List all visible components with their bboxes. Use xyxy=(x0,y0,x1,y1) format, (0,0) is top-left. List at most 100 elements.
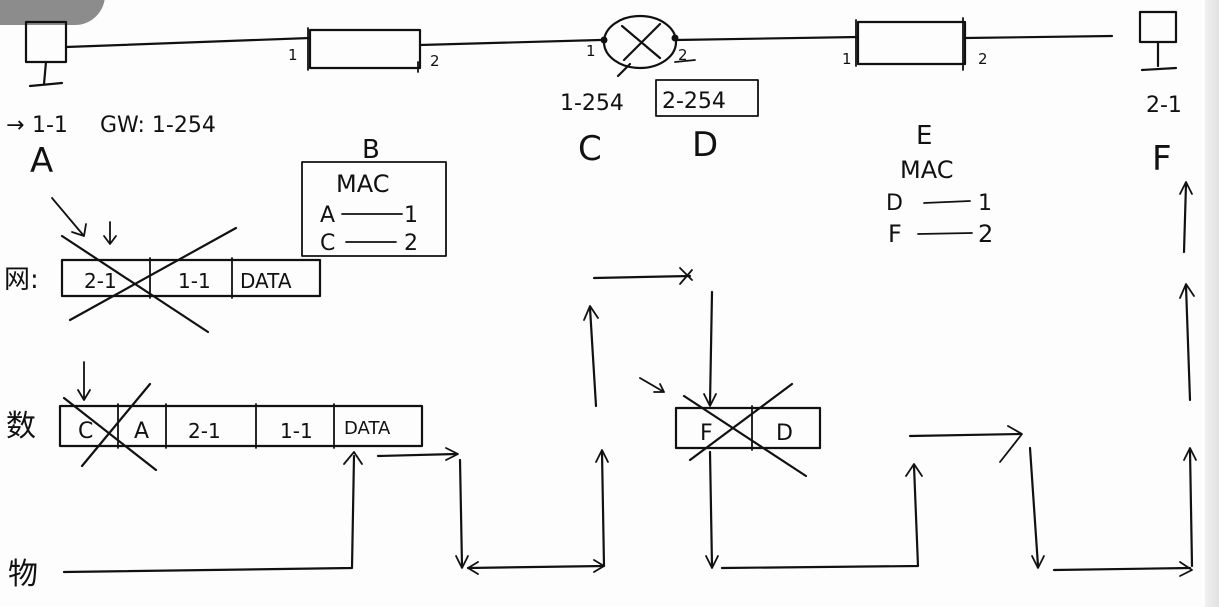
flow-segment xyxy=(1184,284,1192,402)
link-a-b xyxy=(64,36,312,49)
arrow-head xyxy=(679,267,693,285)
strike-cross xyxy=(62,382,158,472)
flow-segment xyxy=(376,452,458,458)
flow-segment xyxy=(458,458,464,568)
flow-physical-a xyxy=(62,454,356,574)
arrow-head xyxy=(1183,447,1197,461)
arrow-glyph: → xyxy=(6,113,24,138)
host-a-ip: 1-1 xyxy=(32,113,68,138)
arrow-head xyxy=(905,463,923,477)
router-out-frame: F D xyxy=(639,377,822,478)
flow-segment xyxy=(466,564,606,570)
signal-flow xyxy=(62,181,1197,577)
mac-b-row2-mac: C xyxy=(320,231,335,256)
flow-segment xyxy=(1052,566,1192,572)
link-d-e xyxy=(674,35,860,42)
mac-e-row2-mac: F xyxy=(888,220,902,248)
router-port2-label: 2 xyxy=(678,46,688,64)
mac-table-e-title: MAC xyxy=(900,156,953,184)
flow-segment xyxy=(708,290,714,406)
out-frame-src-mac: D xyxy=(776,421,793,446)
switch-e-port1-label: 1 xyxy=(842,50,852,68)
window-corner-decoration xyxy=(0,0,105,25)
mac-e-row2-port: 2 xyxy=(978,220,993,248)
mac-b-row1-mac: A xyxy=(320,203,335,228)
mac-e-row1-dash xyxy=(923,200,971,204)
flow-physical-e xyxy=(720,464,920,570)
frame-src-mac: A xyxy=(134,419,149,444)
router-port1-label: 1 xyxy=(586,42,596,60)
arrow-annotation xyxy=(77,361,91,401)
mac-e-row2-dash xyxy=(917,232,973,235)
arrow-head xyxy=(1179,283,1195,299)
switch-e-icon xyxy=(855,17,967,71)
router-icon xyxy=(600,14,679,78)
datalink-frame: C A 2-1 1-1 DATA xyxy=(58,361,424,472)
mac-e-row1-mac: D xyxy=(886,191,903,216)
mac-b-row1-port: 1 xyxy=(404,203,418,228)
frame-data: DATA xyxy=(344,418,391,439)
arrow-head xyxy=(1179,181,1193,195)
arrow-head xyxy=(705,555,719,569)
arrow-annotation xyxy=(103,221,117,245)
host-a-gateway: GW: 1-254 xyxy=(100,113,216,138)
host-f-ip: 2-1 xyxy=(1146,93,1182,118)
arrow-head xyxy=(1031,555,1045,569)
strike-cross xyxy=(60,226,238,334)
arrow-head xyxy=(583,305,599,321)
frame-dest-ip: 2-1 xyxy=(188,419,221,443)
flow-segment xyxy=(708,450,714,568)
router-d-name: D xyxy=(692,125,718,165)
flow-segment xyxy=(1188,448,1194,568)
address-labels: → 1-1 GW: 1-254 A 1-254 C 2-254 D 2-1 F xyxy=(6,79,1182,181)
host-f-name: F xyxy=(1152,139,1172,179)
flow-segment xyxy=(588,306,598,408)
layer-network-label: 网: xyxy=(4,265,39,295)
flow-segment xyxy=(592,274,692,280)
link-e-f xyxy=(963,34,1114,40)
strike-cross xyxy=(682,382,808,478)
arrow-head xyxy=(703,393,717,407)
arrow-annotation xyxy=(639,377,665,393)
out-frame-dest-mac: F xyxy=(700,421,713,446)
switch-b-port2-label: 2 xyxy=(430,52,440,70)
arrow-head xyxy=(445,447,459,461)
arrow-annotation xyxy=(51,197,87,237)
packet-src-ip: 1-1 xyxy=(178,269,211,293)
frame-dest-mac: C xyxy=(78,419,93,444)
pc-icon xyxy=(24,20,68,88)
mac-table-e: E MAC D 1 F 2 xyxy=(886,121,993,248)
frame-src-ip: 1-1 xyxy=(280,419,313,443)
mac-table-b-frame xyxy=(301,161,447,257)
mac-b-row2-port: 2 xyxy=(404,231,418,256)
right-edge-shadow xyxy=(1205,0,1219,607)
router-d-ip: 2-254 xyxy=(662,89,726,114)
switch-b-icon xyxy=(307,27,422,73)
link-b-c xyxy=(418,38,602,47)
switch-b-name: B xyxy=(362,135,380,165)
router-d-ip-box xyxy=(655,79,759,117)
packet-data: DATA xyxy=(240,269,292,293)
flow-segment xyxy=(908,432,1022,438)
router-c-ip: 1-254 xyxy=(560,91,624,116)
arrow-head xyxy=(999,425,1023,463)
mac-table-b: B MAC A 1 C 2 xyxy=(301,135,447,257)
layer-physical-label: 物 xyxy=(8,557,38,592)
flow-segment xyxy=(1028,446,1040,568)
mac-table-b-title: MAC xyxy=(336,170,389,198)
layer-datalink-label: 数 xyxy=(6,409,36,444)
arrow-head xyxy=(595,449,609,463)
topology: 1 2 1 2 1 2 xyxy=(24,10,1178,88)
router-c-name: C xyxy=(578,129,602,169)
arrow-head xyxy=(343,451,363,465)
network-packet: 2-1 1-1 DATA xyxy=(51,197,322,334)
arrow-head xyxy=(455,555,469,569)
switch-e-port2-label: 2 xyxy=(978,50,988,68)
switch-b-port1-label: 1 xyxy=(288,46,298,64)
flow-segment xyxy=(600,450,606,568)
packet-dest-ip: 2-1 xyxy=(84,269,117,293)
arrow-head xyxy=(1179,561,1193,577)
flow-segment xyxy=(1182,182,1188,254)
port2-underline xyxy=(674,59,696,63)
